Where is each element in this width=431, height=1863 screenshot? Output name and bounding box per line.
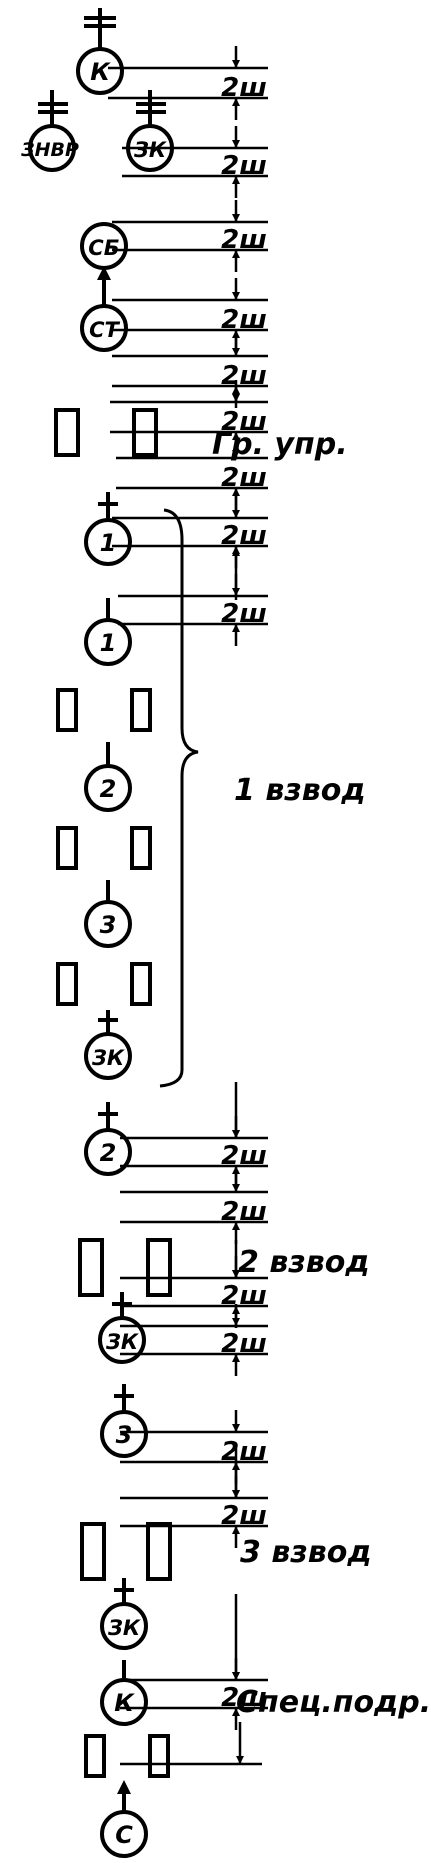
svg-text:ЗК: ЗК: [107, 1616, 141, 1640]
platoon3-vehicles: [80, 1522, 172, 1581]
svg-text:1: 1: [100, 629, 117, 657]
spacing-label: 2ш: [221, 599, 267, 629]
dimension-arrow: [232, 140, 240, 148]
dimension-arrow: [232, 450, 240, 458]
platoon2-deputy-node: ЗК: [98, 1292, 146, 1364]
spacing-label: 2ш: [221, 1501, 267, 1531]
svg-text:ЗК: ЗК: [105, 1330, 139, 1354]
deputy-commander-zk-node: ЗК: [126, 90, 174, 172]
dimension-arrow: [232, 98, 240, 106]
platoon1-vehicle-1a: 1: [84, 492, 132, 566]
platoon1-vehicles-row1: [56, 688, 152, 732]
dimension-arrow: [232, 1130, 240, 1138]
svg-text:СБ: СБ: [88, 236, 119, 260]
svg-text:2: 2: [100, 1139, 117, 1167]
dimension-arrow: [232, 1424, 240, 1432]
svg-text:ЗК: ЗК: [133, 138, 167, 162]
platoon1-vehicle-2: 2: [84, 742, 132, 812]
platoon1-deputy-node: ЗК: [84, 1010, 132, 1080]
commander-node: К: [76, 8, 124, 95]
dimension-arrow: [232, 1184, 240, 1192]
platoon1-vehicles-row2: [56, 826, 152, 870]
platoon3-vehicle-3: 3: [100, 1384, 148, 1458]
spacing-label: 2ш: [221, 1197, 267, 1227]
sb-node: СБ: [80, 222, 128, 270]
spacing-label: 2ш: [221, 305, 267, 335]
svg-text:ЗНВР: ЗНВР: [20, 139, 79, 161]
svg-text:С: С: [115, 1821, 133, 1849]
svg-text:К: К: [90, 58, 111, 86]
svg-text:3: 3: [100, 911, 117, 939]
dimension-arrow: [232, 394, 240, 402]
spacing-label: 2ш: [221, 407, 267, 437]
dimension-arrow: [232, 510, 240, 518]
svg-text:3: 3: [116, 1421, 133, 1449]
dimension-arrow: [232, 1526, 240, 1534]
dimension-arrow: [232, 214, 240, 222]
dimension-arrow: [232, 1672, 240, 1680]
spacing-label: 2ш: [221, 463, 267, 493]
svg-text:ЗК: ЗК: [91, 1046, 125, 1070]
dimension-arrow: [232, 1490, 240, 1498]
platoon1-brace: [159, 508, 199, 1088]
spacing-label: 2ш: [221, 1281, 267, 1311]
spacing-label: 2ш: [221, 1683, 267, 1713]
dimension-arrow: [236, 1756, 244, 1764]
spacing-dimensions: [108, 46, 268, 1766]
dimension-arrow: [232, 624, 240, 632]
platoon1-vehicle-1b: 1: [84, 598, 132, 666]
dimension-arrow: [232, 1222, 240, 1230]
platoon1-label: 1 взвод: [234, 773, 366, 808]
control-group-label: Гр. упр.: [212, 427, 348, 462]
svg-text:2: 2: [100, 775, 117, 803]
special-vehicles: [84, 1734, 170, 1778]
spacing-label: 2ш: [221, 1141, 267, 1171]
platoon3-label: 3 взвод: [240, 1535, 372, 1570]
dimension-arrow: [232, 1318, 240, 1326]
platoon1-vehicles-row3: [56, 962, 152, 1006]
dimension-arrow: [232, 1270, 240, 1278]
svg-text:1: 1: [100, 529, 117, 557]
deputy-commander-node: ЗНВР: [20, 90, 79, 172]
spacing-label: 2ш: [221, 521, 267, 551]
platoon2-label: 2 взвод: [238, 1245, 370, 1280]
spacing-label: 2ш: [221, 1329, 267, 1359]
dimension-arrow: [232, 1708, 240, 1716]
dimension-arrow: [232, 292, 240, 300]
dimension-arrow: [232, 1354, 240, 1362]
spacing-labels: 2ш 2ш 2ш 2ш 2ш 2ш 2ш 2ш 2ш 2ш 2ш 2ш 2ш 2ш 2ш 2ш: [221, 73, 267, 1713]
platoon2-vehicle-2: 2: [84, 1102, 132, 1176]
spacing-label: 2ш: [221, 361, 267, 391]
platoon1-vehicle-3: 3: [84, 880, 132, 948]
special-unit-label: Спец.подр.: [236, 1685, 431, 1720]
special-c-node: С: [100, 1780, 148, 1858]
svg-text:К: К: [114, 1689, 135, 1717]
spacing-label: 2ш: [221, 225, 267, 255]
dimension-arrow: [232, 60, 240, 68]
dimension-arrow: [232, 348, 240, 356]
spacing-label: 2ш: [221, 151, 267, 181]
dimension-arrow: [232, 488, 240, 496]
dimension-arrow: [232, 176, 240, 184]
platoon3-deputy-node: ЗК: [100, 1578, 148, 1650]
spacing-label: 2ш: [221, 73, 267, 103]
special-commander-node: К: [100, 1660, 148, 1726]
platoon2-vehicles: [78, 1238, 172, 1297]
dimension-arrow: [232, 250, 240, 258]
dimension-arrow: [232, 548, 240, 556]
st-node: СТ: [80, 266, 128, 352]
spacing-label: 2ш: [221, 1437, 267, 1467]
